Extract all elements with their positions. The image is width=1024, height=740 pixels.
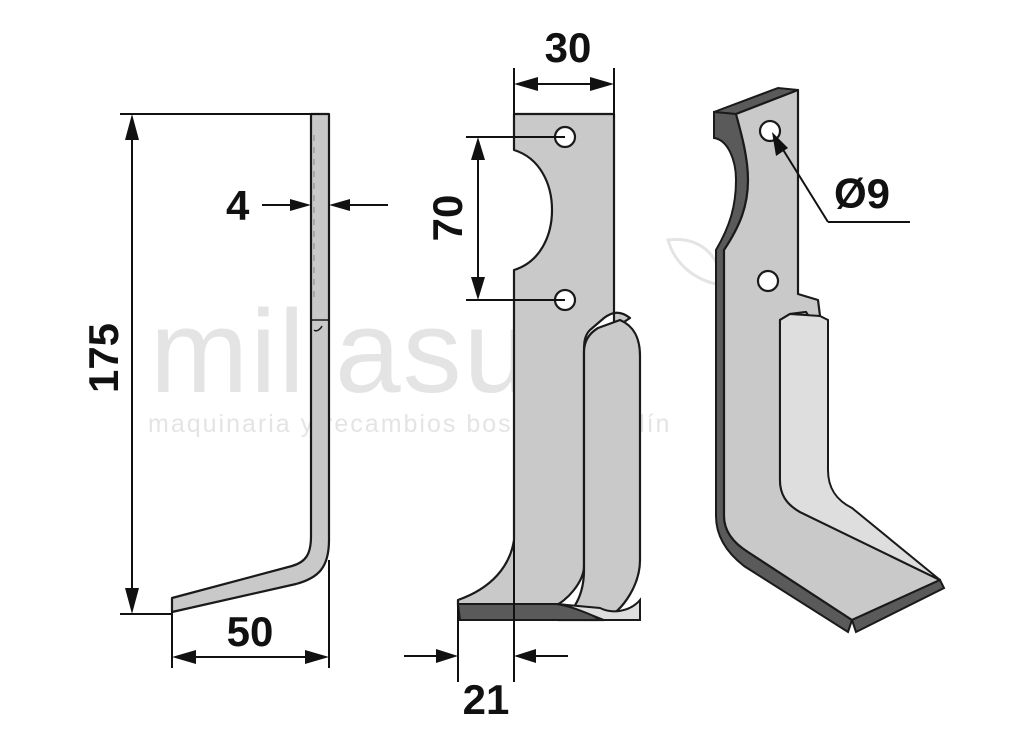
perspective-view-blade — [713, 86, 946, 634]
watermark-brand: millasur — [150, 286, 573, 418]
height-dimension: 175 — [80, 113, 320, 615]
hole-diameter-callout: Ø9 — [772, 132, 910, 223]
width-label: 30 — [545, 24, 592, 71]
watermark-leaf-icon — [666, 237, 724, 287]
front-view-blade — [456, 112, 642, 622]
side-view-blade — [170, 112, 331, 614]
offset-label: 21 — [463, 676, 510, 723]
offset-dimension: 21 — [404, 540, 568, 723]
height-label: 175 — [80, 323, 127, 393]
hole-diameter-label: Ø9 — [834, 170, 890, 217]
width-dimension: 30 — [513, 24, 615, 118]
thickness-dimension: 4 — [226, 182, 388, 229]
hole-spacing-label: 70 — [424, 195, 471, 242]
hole-spacing-dimension: 70 — [424, 136, 565, 301]
thickness-label: 4 — [226, 182, 250, 229]
foot-length-dimension: 50 — [171, 560, 330, 668]
foot-length-label: 50 — [227, 608, 274, 655]
